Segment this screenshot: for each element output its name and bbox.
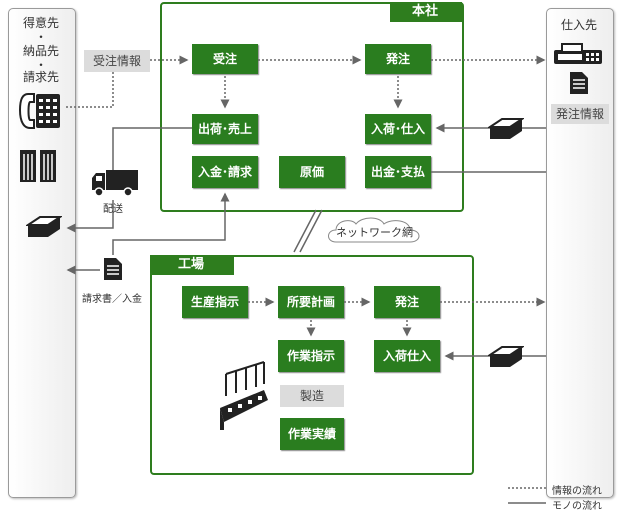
box-icon [26,216,62,237]
box-sagyo-shiji: 作業指示 [278,340,344,372]
box-juchu: 受注 [192,44,258,74]
supplier-label: 仕入先 [560,18,597,32]
box-seizo: 製造 [280,385,344,407]
network-cloud-icon [328,217,420,243]
box-genka: 原価 [279,156,345,188]
network-label: ネットワーク網 [336,226,413,239]
box-shukka-uriage: 出荷･売上 [192,114,258,144]
info-line-phone [66,72,114,108]
order-info-badge: 受注情報 [84,50,150,72]
box-icon-supplier-bottom [488,346,524,367]
customer-panel [8,8,76,498]
factory-machine-icon [220,361,268,430]
customer-label-nohinsaki: 納品先 [22,44,59,58]
network-link-bottom [293,209,317,253]
supplier-order-info-badge: 発注情報 [551,104,609,124]
box-icon-supplier-top [488,118,524,139]
network-link-top [299,209,323,253]
delivery-label: 配送 [103,204,123,215]
box-hacchu: 発注 [365,44,431,74]
box-shoyo-keikaku: 所要計画 [278,286,344,318]
box-nyukin-seikyu: 入金･請求 [192,156,258,188]
goods-line-shukka [112,127,192,170]
head-office-title: 本社 [390,2,462,22]
customer-label-dot2: ・ [34,58,47,72]
box-nyuka-shiire: 入荷･仕入 [365,114,431,144]
legend-info-label: 情報の流れ [552,486,602,497]
phone-icon [18,93,60,129]
customer-label-dot1: ・ [34,30,47,44]
box-shukkin-shiharai: 出金･支払 [365,156,431,188]
supplier-document-icon [570,72,588,94]
legend-goods-label: モノの流れ [552,501,602,512]
customer-label-seikyusaki: 請求先 [22,70,59,84]
goods-line-delivery [66,200,114,233]
invoice-label: 請求書／入金 [82,294,142,305]
truck-icon [92,170,138,197]
box-factory-nyuka-shiire: 入荷仕入 [374,340,440,372]
factory-title: 工場 [150,255,234,275]
box-factory-hacchu: 発注 [374,286,440,318]
building-icon [20,150,56,182]
box-seisan-shiji: 生産指示 [182,286,248,318]
box-sagyo-jisseki: 作業実績 [280,418,344,450]
goods-line-invoice [112,192,230,255]
fax-icon [554,43,602,64]
document-icon [104,258,122,280]
customer-label-tokuisaki: 得意先 [22,16,59,30]
